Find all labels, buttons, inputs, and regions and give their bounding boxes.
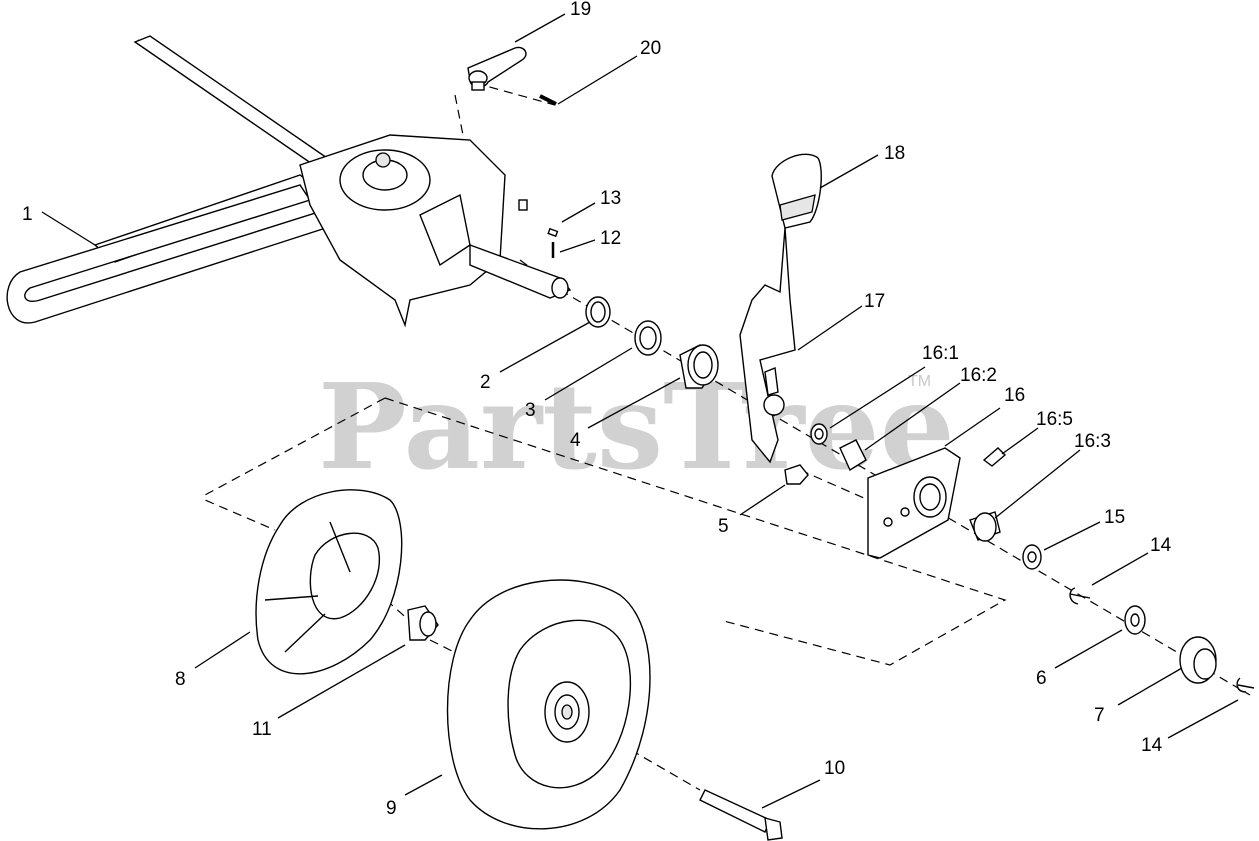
callout-13: 13 (600, 188, 621, 209)
wheel-spacer (407, 605, 439, 641)
callout-1: 1 (22, 204, 33, 225)
height-adjust-lever (739, 153, 822, 464)
callout-19: 19 (570, 0, 591, 20)
callout-7: 7 (1094, 705, 1105, 726)
callout-16-5: 16:5 (1036, 409, 1073, 430)
watermark-text: PartsTree (318, 357, 955, 496)
axle-bolt (699, 789, 783, 841)
leader-lines (41, 13, 1239, 809)
wheel (446, 579, 651, 830)
shift-lever (467, 46, 557, 106)
spring-and-key (518, 199, 559, 258)
callout-6: 6 (1036, 668, 1047, 689)
callout-12: 12 (600, 228, 621, 249)
callout-labels: 1 2 3 4 5 6 7 8 9 10 11 12 13 14 14 15 1… (22, 0, 1172, 819)
callout-10: 10 (824, 758, 845, 779)
callout-16-3: 16:3 (1074, 431, 1111, 452)
callout-16-1: 16:1 (922, 343, 959, 364)
callout-2: 2 (480, 372, 491, 393)
wheel-side-hardware (1022, 544, 1255, 693)
callout-15: 15 (1104, 507, 1125, 528)
callout-17: 17 (864, 291, 885, 312)
transmission-assembly (6, 35, 572, 328)
height-adjust-bracket (784, 423, 1007, 559)
callout-9: 9 (386, 798, 397, 819)
callout-14-lower: 14 (1141, 735, 1163, 756)
callout-3: 3 (525, 400, 536, 421)
axle-hardware (585, 296, 719, 389)
callout-8: 8 (175, 669, 186, 690)
callout-11: 11 (252, 719, 272, 740)
callout-16: 16 (1004, 385, 1025, 406)
callout-5: 5 (718, 516, 729, 537)
wheel-cover (255, 489, 403, 675)
callout-20: 20 (640, 38, 661, 59)
callout-14-upper: 14 (1150, 535, 1172, 556)
callout-4: 4 (570, 430, 581, 451)
watermark-trademark: TM (908, 373, 931, 390)
callout-16-2: 16:2 (960, 365, 997, 386)
callout-18: 18 (884, 143, 905, 164)
